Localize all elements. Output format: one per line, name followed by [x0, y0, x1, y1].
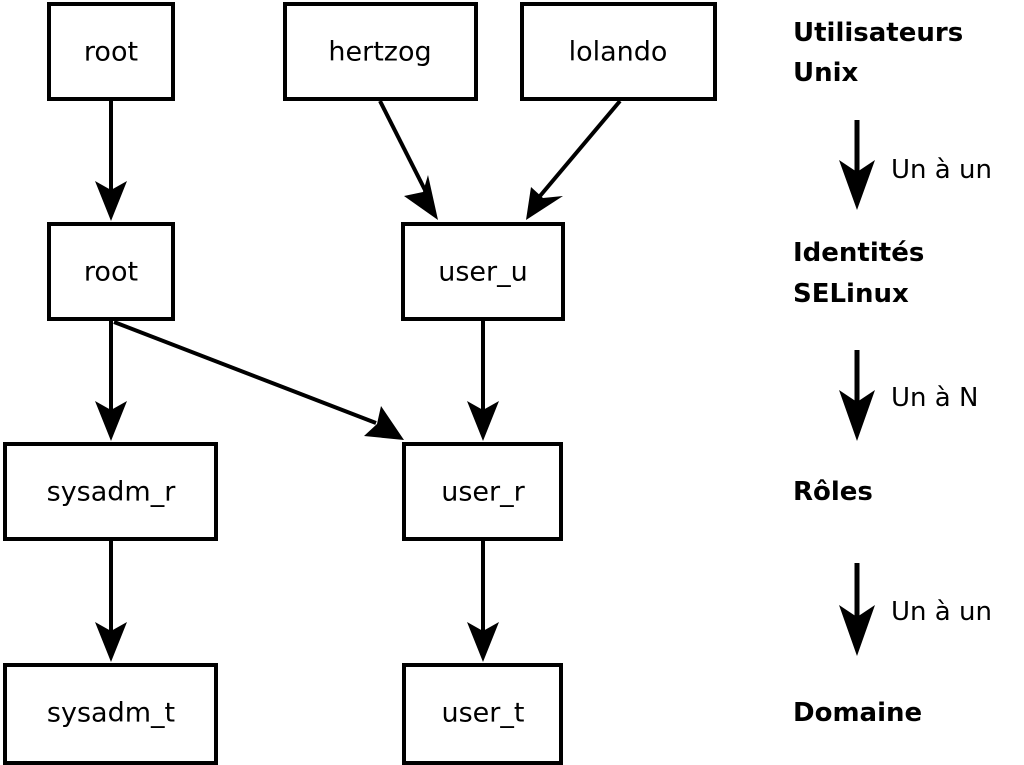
arrow-head-icon: [839, 160, 875, 210]
edge-useru-userr: [467, 321, 499, 441]
edge-identityroot-sysadmr: [95, 321, 127, 441]
node-domain-sysadm-t[interactable]: sysadm_t: [3, 663, 218, 765]
node-label: user_u: [438, 257, 528, 288]
legend-stage-line: Identités: [793, 238, 924, 268]
edge-userr-usert: [467, 541, 499, 662]
edge-unixroot-identityroot: [95, 101, 127, 221]
legend-stage-line: Rôles: [793, 477, 873, 507]
node-identity-user-u[interactable]: user_u: [401, 222, 565, 321]
node-unix-root[interactable]: root: [47, 2, 175, 101]
legend-stage-line: Utilisateurs: [793, 18, 963, 48]
node-unix-hertzog[interactable]: hertzog: [283, 2, 478, 101]
node-label: sysadm_r: [47, 477, 177, 508]
edge-sysadmr-sysadmt: [95, 541, 127, 662]
node-domain-user-t[interactable]: user_t: [402, 663, 563, 765]
node-label: hertzog: [328, 37, 431, 68]
legend-stage-line: SELinux: [793, 279, 909, 309]
legend-stage-roles: Rôles: [793, 477, 873, 507]
arrow-head-icon: [839, 605, 875, 656]
edge-hertzog-useru: [378, 100, 438, 220]
node-label: root: [84, 257, 138, 288]
legend-stage-line: Unix: [793, 58, 859, 88]
node-label: user_r: [441, 477, 525, 508]
legend-relation-label: Un à un: [891, 597, 992, 627]
node-role-user-r[interactable]: user_r: [402, 442, 563, 541]
legend-relation-label: Un à N: [891, 383, 978, 413]
node-label: sysadm_t: [47, 698, 175, 729]
node-label: root: [84, 37, 138, 68]
legend-relation-label: Un à un: [891, 155, 992, 185]
legend-relation-users-to-identities: Un à un: [839, 120, 992, 210]
node-role-sysadm-r[interactable]: sysadm_r: [3, 442, 218, 541]
node-unix-lolando[interactable]: lolando: [520, 2, 717, 101]
edge-identityroot-userr: [113, 320, 404, 440]
legend-stage-unix-users: Utilisateurs Unix: [793, 18, 963, 88]
edge-lolando-useru: [526, 99, 622, 220]
node-label: lolando: [569, 37, 668, 68]
legend-relation-roles-to-domain: Un à un: [839, 563, 992, 656]
legend-stage-line: Domaine: [793, 698, 922, 728]
node-label: user_t: [442, 698, 525, 729]
node-identity-root[interactable]: root: [47, 222, 175, 321]
legend-relation-identities-to-roles: Un à N: [839, 350, 978, 441]
legend-stage-selinux-identity: Identités SELinux: [793, 238, 924, 309]
arrow-head-icon: [839, 390, 875, 441]
legend-stage-domain: Domaine: [793, 698, 922, 728]
